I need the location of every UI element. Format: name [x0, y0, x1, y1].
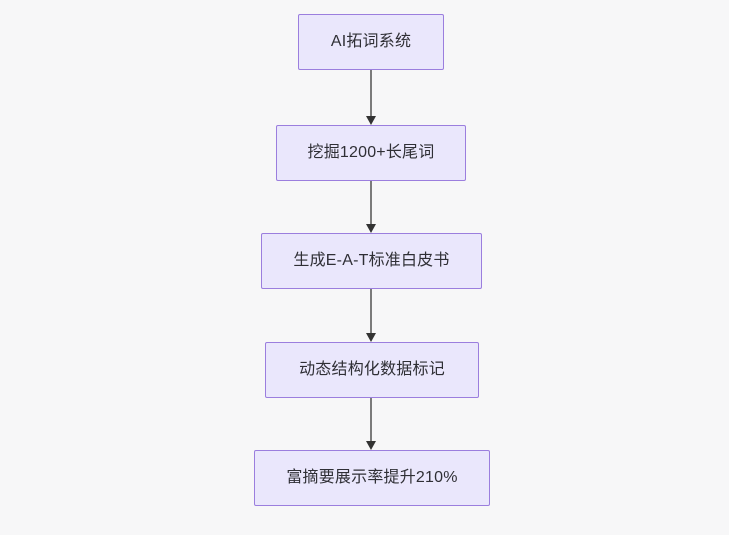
edge-line: [370, 289, 372, 333]
flow-node-label: 富摘要展示率提升210%: [286, 469, 458, 486]
flow-node-rich-snippet-result[interactable]: 富摘要展示率提升210%: [254, 450, 490, 506]
edge-line: [370, 181, 372, 224]
edge-arrowhead-icon: [365, 224, 376, 233]
edge-line: [370, 398, 372, 441]
flow-node-label: AI拓词系统: [330, 33, 412, 50]
flow-node-ai-keyword-system[interactable]: AI拓词系统: [298, 14, 444, 70]
edge-arrowhead-icon: [365, 333, 376, 342]
flow-node-label: 动态结构化数据标记: [299, 361, 445, 378]
flow-node-label: 挖掘1200+长尾词: [307, 144, 435, 161]
flow-node-eat-whitepaper[interactable]: 生成E-A-T标准白皮书: [261, 233, 482, 289]
flow-node-label: 生成E-A-T标准白皮书: [293, 252, 450, 269]
edge-arrowhead-icon: [365, 441, 376, 450]
edge-arrowhead-icon: [365, 116, 376, 125]
flow-node-longtail-keywords[interactable]: 挖掘1200+长尾词: [276, 125, 466, 181]
flow-node-structured-data-markup[interactable]: 动态结构化数据标记: [265, 342, 479, 398]
edge-line: [370, 70, 372, 116]
